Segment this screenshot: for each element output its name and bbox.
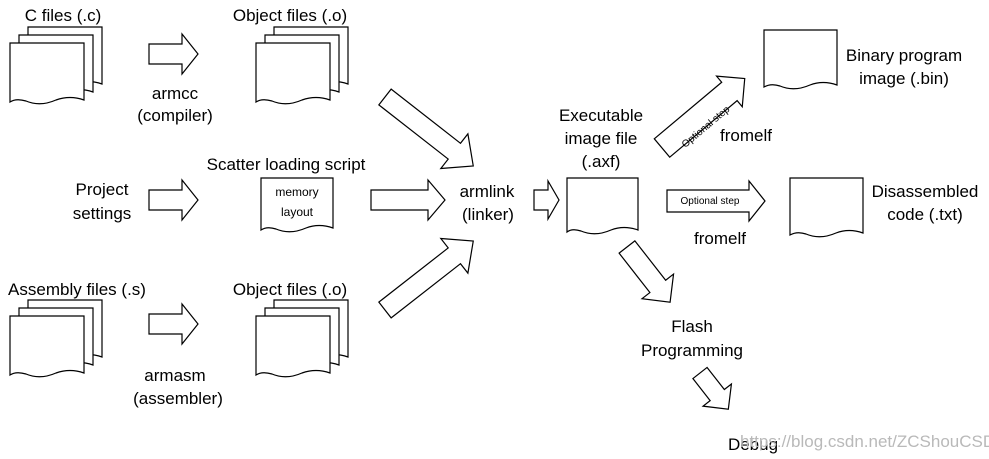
flash-label-1: Flash: [671, 317, 713, 336]
executable-label-2: image file: [564, 129, 638, 148]
arrow-axf-to-flash-icon: [618, 240, 675, 303]
project-label: Project: [75, 180, 129, 199]
arrow-scatter-to-armlink-icon: [370, 178, 446, 222]
arrow-axf-to-txt-icon: [666, 179, 766, 223]
scatter-title-label: Scatter loading script: [206, 155, 366, 174]
settings-label: settings: [72, 204, 132, 223]
binary-label-2: image (.bin): [859, 69, 949, 88]
assembly-files-stack-icon: [9, 299, 103, 378]
arrow-object-top-to-armlink-icon: [378, 88, 474, 170]
debug-label: Debug: [727, 435, 779, 454]
arrow-c-to-object-icon: [148, 32, 199, 76]
executable-document-icon: [566, 177, 639, 235]
fromelf-bottom-label: fromelf: [694, 229, 746, 248]
fromelf-top-label: fromelf: [720, 126, 772, 145]
optional-step-horizontal-label: Optional step: [680, 196, 740, 207]
layout-label: layout: [280, 205, 314, 219]
armasm-label: armasm: [144, 366, 206, 385]
binary-document-icon: [763, 29, 838, 90]
arrow-object-bottom-to-armlink-icon: [378, 237, 474, 319]
arrow-axf-to-bin-icon: [653, 75, 746, 159]
armlink-label: armlink: [459, 182, 515, 201]
arrow-flash-to-debug-icon: [692, 366, 733, 410]
binary-label-1: Binary program: [845, 46, 963, 65]
object-files-top-label: Object files (.o): [232, 6, 348, 25]
compiler-label: (compiler): [137, 106, 213, 125]
arrow-asm-to-object-icon: [148, 302, 199, 346]
watermark: https://blog.csdn.net/ZCShouCSDN: [740, 432, 989, 451]
flash-label-2: Programming: [640, 341, 744, 360]
arrow-armlink-to-axf-icon: [533, 178, 560, 222]
executable-label-1: Executable: [558, 106, 644, 125]
linker-label: (linker): [462, 205, 514, 224]
assembler-label: (assembler): [133, 389, 223, 408]
arrow-project-to-scatter-icon: [148, 178, 199, 222]
assembly-files-label: Assembly files (.s): [8, 280, 146, 299]
armcc-label: armcc: [151, 84, 199, 103]
c-files-label: C files (.c): [24, 6, 102, 25]
executable-label-3: (.axf): [581, 152, 621, 171]
scatter-script-document-icon: [260, 177, 334, 233]
disassembled-document-icon: [789, 177, 864, 238]
disasm-label-2: code (.txt): [887, 205, 963, 224]
memory-label: memory: [275, 185, 319, 199]
c-files-stack-icon: [9, 26, 103, 105]
object-files-top-stack-icon: [255, 26, 349, 105]
disasm-label-1: Disassembled: [871, 182, 979, 201]
object-files-bottom-stack-icon: [255, 299, 349, 378]
object-files-bottom-label: Object files (.o): [232, 280, 348, 299]
